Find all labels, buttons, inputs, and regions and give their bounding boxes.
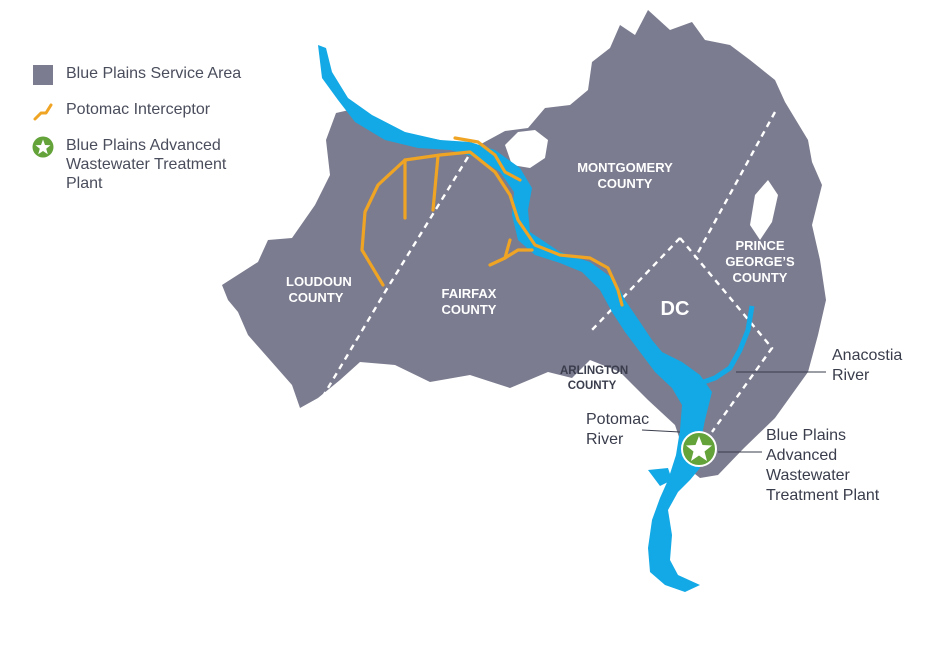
legend: Blue Plains Service Area Potomac Interce… (32, 64, 262, 207)
region-label-montgomery: MONTGOMERY COUNTY (577, 160, 673, 191)
plant-marker[interactable] (681, 431, 717, 467)
region-label-fairfax: FAIRFAX COUNTY (441, 286, 497, 317)
legend-label-plant: Blue Plains Advanced Wastewater Treatmen… (66, 137, 227, 192)
lake-shape-2 (750, 180, 778, 240)
callout-anacostia-river: Anacostia River (832, 347, 903, 384)
plant-star-icon (686, 436, 712, 461)
legend-item-service-area: Blue Plains Service Area (32, 64, 262, 86)
callout-potomac-river: Potomac River (586, 411, 650, 448)
legend-item-plant: Blue Plains Advanced Wastewater Treatmen… (32, 136, 262, 193)
region-label-arlington: ARLINGTON COUNTY (560, 365, 629, 392)
orange-pipe-icon (33, 103, 53, 121)
region-label-loudoun: LOUDOUN COUNTY (286, 274, 352, 305)
legend-label-interceptor: Potomac Interceptor (66, 101, 211, 118)
green-star-icon (32, 136, 54, 158)
potomac-estuary-side (648, 468, 672, 486)
potomac-interceptor (360, 136, 624, 307)
gray-square-icon (33, 65, 53, 85)
region-label-dc: DC (660, 298, 690, 320)
potomac-river (318, 45, 712, 592)
callout-plant: Blue Plains Advanced Wastewater Treatmen… (766, 427, 880, 504)
legend-item-interceptor: Potomac Interceptor (32, 100, 262, 122)
anacostia-river (694, 305, 755, 388)
callout-leaders (641, 371, 826, 453)
region-label-prince-georges: PRINCE GEORGE’S COUNTY (725, 238, 795, 285)
legend-label-service-area: Blue Plains Service Area (66, 65, 242, 82)
county-boundaries (320, 111, 777, 433)
lake-shape (505, 130, 548, 168)
